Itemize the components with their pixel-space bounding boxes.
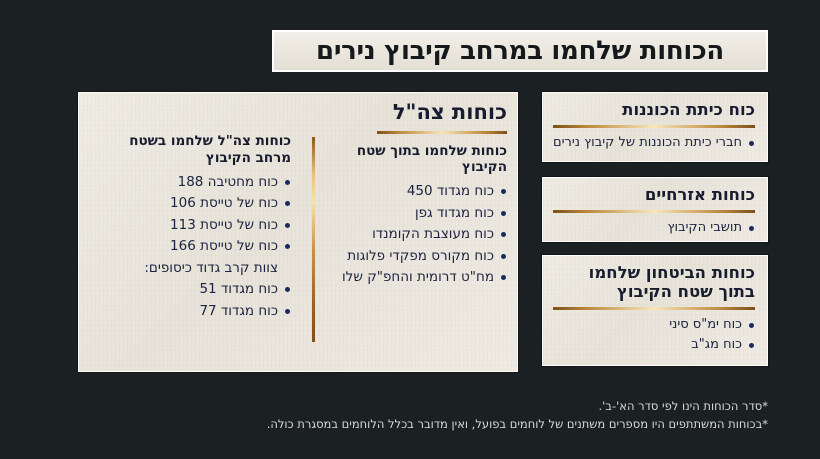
idf-forces-panel: כוחות צה"ל כוחות שלחמו בתוך שטח הקיבוץ כ… [78, 92, 518, 372]
list-item: כוח של טייסת 106 [91, 195, 291, 211]
civilian-forces-title: כוחות אזרחיים [644, 185, 755, 204]
idf-area-heading: כוחות צה"ל שלחמו בשטח מרחב הקיבוץ [129, 133, 291, 166]
idf-area-list: כוח מחטיבה 188 כוח של טייסת 106 כוח של ט… [91, 174, 291, 319]
gold-rule [553, 209, 755, 213]
footnotes: *סדר הכוחות הינו לפי סדר הא'-ב'. *בכוחות… [52, 398, 768, 434]
gold-rule [377, 130, 507, 134]
list-item: תושבי הקיבוץ [553, 220, 755, 236]
idf-forces-area-column: כוחות צה"ל שלחמו בשטח מרחב הקיבוץ כוח מח… [91, 133, 291, 324]
security-forces-card: כוחות הביטחון שלחמו בתוך שטח הקיבוץ כוח … [542, 255, 768, 366]
standby-squad-title: כוח כיתת הכוננות [622, 100, 755, 119]
list-item: כוח ימ"ס סיני [553, 317, 755, 333]
page-title: הכוחות שלחמו במרחב קיבוץ נירים [272, 30, 768, 72]
list-item: חברי כיתת הכוננות של קיבוץ נירים [553, 135, 755, 151]
list-item: כוח מגדוד גפן [317, 205, 507, 221]
list-item: כוח מקורס מפקדי פלוגות [317, 248, 507, 264]
list-item: כוח מגדוד 450 [317, 183, 507, 199]
list-item: כוח מגדוד 77 [91, 303, 291, 319]
list-item: כוח של טייסת 113 [91, 217, 291, 233]
footnote-line: *סדר הכוחות הינו לפי סדר הא'-ב'. [598, 399, 768, 413]
footnote-line: *בכוחות המשתתפים היו מספרים משתנים של לו… [266, 416, 768, 431]
idf-forces-subheading: כוחות שלחמו בתוך שטח הקיבוץ [356, 142, 507, 176]
security-forces-title: כוחות הביטחון שלחמו בתוך שטח הקיבוץ [588, 263, 755, 301]
idf-forces-heading: כוחות צה"ל [392, 100, 507, 124]
list-item: כוח מג"ב [553, 337, 755, 353]
idf-inside-list: כוח מגדוד 450 כוח מגדוד גפן כוח מעוצבת ה… [317, 183, 507, 285]
page-title-text: הכוחות שלחמו במרחב קיבוץ נירים [316, 36, 724, 66]
list-item: כוח מגדוד 51 [91, 281, 291, 297]
list-item: מח"ט דרומית והחפ"ק שלו [317, 269, 507, 285]
list-item: כוח מחטיבה 188 [91, 174, 291, 190]
vertical-gold-divider [312, 137, 315, 342]
standby-squad-list: חברי כיתת הכוננות של קיבוץ נירים [553, 135, 755, 151]
list-item: כוח מעוצבת הקומנדו [317, 226, 507, 242]
civilian-forces-list: תושבי הקיבוץ [553, 220, 755, 236]
gold-rule [553, 124, 755, 128]
idf-forces-inside-kibbutz-column: כוחות צה"ל כוחות שלחמו בתוך שטח הקיבוץ כ… [317, 100, 507, 291]
standby-squad-card: כוח כיתת הכוננות חברי כיתת הכוננות של קי… [542, 92, 768, 162]
gold-rule [553, 306, 755, 310]
civilian-forces-card: כוחות אזרחיים תושבי הקיבוץ [542, 177, 768, 242]
security-forces-list: כוח ימ"ס סיני כוח מג"ב [553, 317, 755, 354]
list-subheading: צוות קרב גדוד כיסופים: [144, 259, 278, 276]
list-item: כוח של טייסת 166 [91, 238, 291, 254]
